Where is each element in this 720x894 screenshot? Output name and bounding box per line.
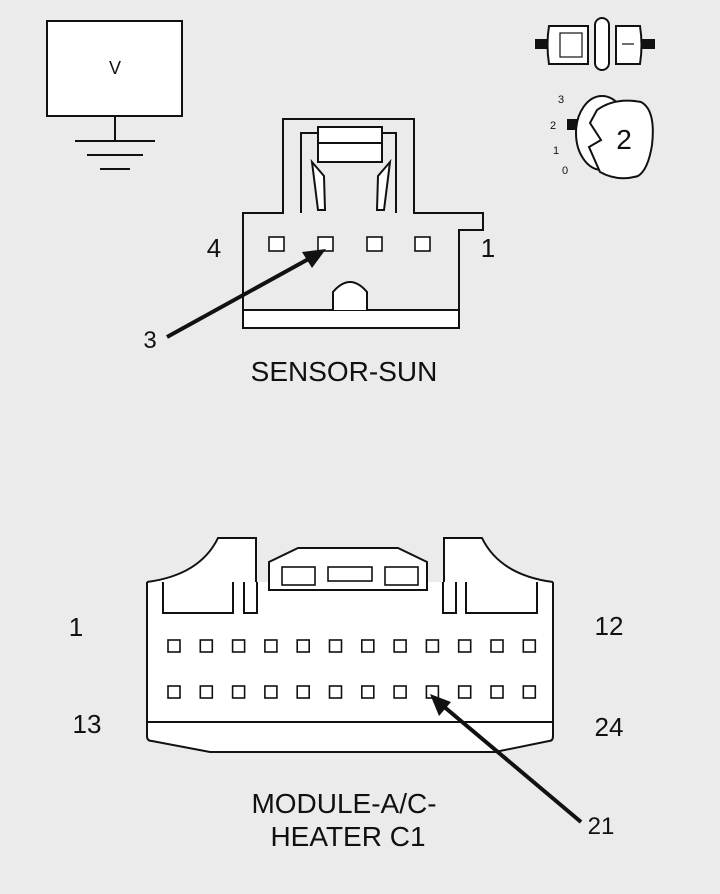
ignition-position-2: 2 <box>550 120 556 132</box>
module-pin-1 <box>167 639 181 653</box>
module-pin-9 <box>425 639 440 653</box>
sensor-sun-callout-label: 3 <box>143 327 156 354</box>
sensor-sun-pins <box>268 236 431 252</box>
module-pin-23 <box>490 685 504 699</box>
sensor-sun-pin-4 <box>268 236 285 252</box>
ignition-position-0: 0 <box>562 165 568 177</box>
module-pin-top-left-label: 1 <box>69 612 83 642</box>
ignition-position-3: 3 <box>558 94 564 106</box>
module-title-line2: HEATER C1 <box>270 821 425 852</box>
module-pin-16 <box>264 685 278 699</box>
module-pin-7 <box>360 639 375 653</box>
module-connector <box>146 537 554 753</box>
module-pin-bottom-right-label: 24 <box>595 712 624 742</box>
module-pin-19 <box>360 685 375 699</box>
module-pin-11 <box>490 639 504 653</box>
module-pin-top-right-label: 12 <box>595 611 624 641</box>
module-pin-14 <box>199 685 214 699</box>
module-pin-8 <box>393 639 407 653</box>
sensor-sun-pin-3 <box>317 236 334 252</box>
module-pin-15 <box>231 685 246 699</box>
sensor-sun-callout-arrow <box>166 254 315 339</box>
sensor-sun-callout-arrowhead <box>302 249 326 268</box>
sensor-sun-title: SENSOR-SUN <box>251 356 438 387</box>
module-pin-12 <box>522 639 537 653</box>
module-pin-5 <box>296 639 311 653</box>
module-pin-3 <box>231 639 246 653</box>
module-pin-2 <box>199 639 214 653</box>
module-callout-arrow <box>440 703 583 824</box>
connector-disconnect-icon <box>535 17 655 71</box>
module-pin-17 <box>296 685 311 699</box>
voltmeter-icon <box>46 20 183 170</box>
module-pin-6 <box>328 639 343 653</box>
module-pin-18 <box>328 685 343 699</box>
module-pin-bottom-left-label: 13 <box>73 709 102 739</box>
meter-label: V <box>109 58 121 78</box>
sensor-sun-pin-1 <box>414 236 431 252</box>
module-title-line1: MODULE-A/C- <box>251 788 436 819</box>
module-callout-label: 21 <box>588 813 615 840</box>
module-pins <box>167 639 537 699</box>
module-pin-24 <box>522 685 537 699</box>
sensor-sun-connector <box>242 118 484 329</box>
module-pin-22 <box>457 685 472 699</box>
module-pin-13 <box>167 685 181 699</box>
module-pin-4 <box>264 639 278 653</box>
ignition-selected-position: 2 <box>616 124 632 155</box>
module-callout-arrowhead <box>430 694 451 716</box>
module-pin-10 <box>457 639 472 653</box>
sensor-sun-pin-left-label: 4 <box>207 233 221 263</box>
ignition-position-1: 1 <box>553 145 559 157</box>
ignition-key-icon <box>567 95 654 180</box>
sensor-sun-pin-right-label: 1 <box>481 233 495 263</box>
module-pin-20 <box>393 685 407 699</box>
sensor-sun-pin-2 <box>366 236 383 252</box>
